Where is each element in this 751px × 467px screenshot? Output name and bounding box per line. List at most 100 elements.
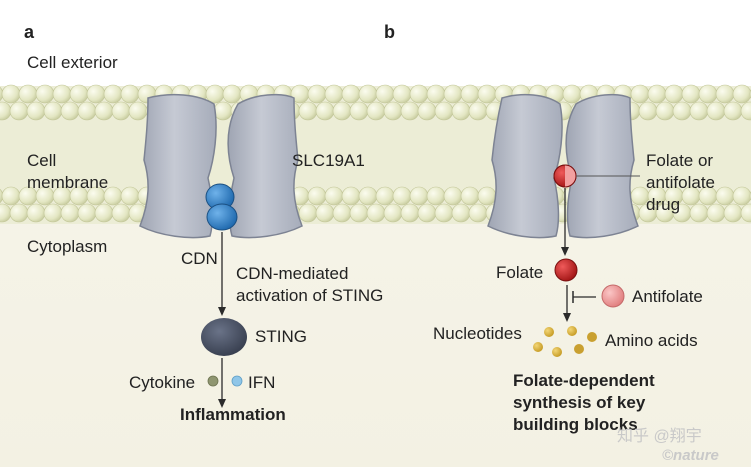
lipid-head [366,101,386,121]
lipid-head [655,101,675,121]
lipid-head [409,186,429,206]
lipid-head [723,203,743,223]
lipid-head [43,203,63,223]
sting-label: STING [255,327,307,346]
panel-a-label: a [24,22,35,42]
ifn-label: IFN [248,373,276,392]
cell-membrane-label-1: Cell [27,151,57,170]
lipid-head [128,101,148,121]
lipid-head [409,84,429,104]
ifn-dot [231,375,243,387]
lipid-head [562,84,582,104]
slc19a1-label: SLC19A1 [292,151,365,170]
slc19a1-transporter-b [487,93,639,239]
lipid-head [715,84,735,104]
drug-label-1: Folate or [646,151,714,170]
lipid-head [52,84,72,104]
lipid-head [307,186,327,206]
lipid-head [111,101,131,121]
building-block-dots [533,326,597,357]
lipid-head [315,101,335,121]
cytokine-label: Cytokine [129,373,196,392]
lipid-head [477,186,497,206]
lipid-head [341,84,361,104]
lipid-head [103,84,123,104]
lipid-head [26,203,46,223]
lipid-head [375,84,395,104]
lipid-head [400,101,420,121]
lipid-head [706,101,726,121]
lipid-head [222,84,242,104]
lipid-head [468,101,488,121]
lipid-head [94,101,114,121]
lipid-head [307,84,327,104]
lipid-head [689,101,709,121]
inflammation-label: Inflammation [180,405,286,424]
slc19a1-transporter-a [139,93,303,239]
cytoplasm-label: Cytoplasm [27,237,108,256]
lipid-head [468,203,488,223]
lipid-head [358,186,378,206]
result-label-1: Folate-dependent [513,371,655,390]
cdn-molecule [205,183,238,231]
lipid-head [1,84,21,104]
lipid-head [434,203,454,223]
lipid-head [732,186,751,206]
lipid-head [689,203,709,223]
cdn-label: CDN [181,249,218,268]
activation-label-1: CDN-mediated [236,264,349,283]
lipid-head [9,101,29,121]
lipid-head [86,84,106,104]
lipid-head [460,186,480,206]
lipid-head [647,84,667,104]
lipid-head [443,84,463,104]
lipid-head [60,101,80,121]
folate-or-antifolate-molecule [553,164,577,188]
lipid-head [715,186,735,206]
lipid-head [120,84,140,104]
lipid-head [672,101,692,121]
lipid-head [205,84,225,104]
amino-acids-label: Amino acids [605,331,698,350]
drug-label-3: drug [646,195,681,214]
lipid-head [341,186,361,206]
result-label-3: building blocks [513,415,638,434]
lipid-head [375,186,395,206]
nature-watermark: ©nature [662,447,719,464]
lipid-head [298,203,318,223]
lipid-head [94,203,114,223]
lipid-head [366,203,386,223]
lipid-head [392,84,412,104]
sting-protein [201,318,247,356]
lipid-head [358,84,378,104]
cell-membrane-label-2: membrane [27,173,109,192]
lipid-head [630,84,650,104]
lipid-head [426,84,446,104]
antifolate-label: Antifolate [632,287,703,306]
lipid-head [111,203,131,223]
lipid-head [706,203,726,223]
lipid-head [477,84,497,104]
lipid-head [451,101,471,121]
lipid-head [332,203,352,223]
lipid-head [383,101,403,121]
lipid-head [460,84,480,104]
result-label-2: synthesis of key [513,393,646,412]
lipid-head [664,84,684,104]
lipid-head [9,203,29,223]
lipid-head [26,101,46,121]
lipid-head [324,84,344,104]
lipid-head [698,84,718,104]
membrane-top-leaflet [0,84,751,121]
lipid-head [213,101,233,121]
lipid-head [315,203,335,223]
membrane-bottom-leaflet [0,186,751,223]
lipid-head [43,101,63,121]
lipid-head [324,186,344,206]
lipid-head [417,203,437,223]
folate-molecule [554,258,578,282]
lipid-head [77,203,97,223]
lipid-head [392,186,412,206]
